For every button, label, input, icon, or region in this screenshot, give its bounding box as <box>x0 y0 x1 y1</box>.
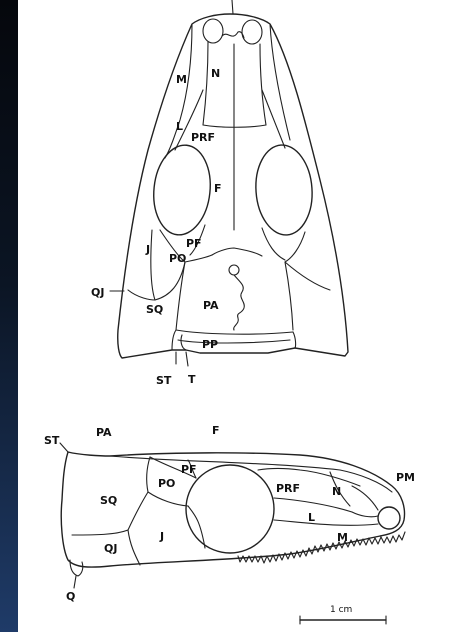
tabular-left <box>172 330 176 350</box>
scale-bar-label: 1 cm <box>330 605 352 615</box>
frontal-parietal-suture <box>212 248 262 256</box>
quadratojugal-suture-left <box>128 290 155 300</box>
label-lateral-prefrontal: PRF <box>276 482 300 495</box>
nasal-suture-left <box>203 42 208 125</box>
pineal-foramen <box>229 265 239 275</box>
label-lateral-jugal: J <box>159 530 164 543</box>
label-postorbital: PO <box>169 252 186 265</box>
label-lacrimal: L <box>176 120 183 133</box>
label-nasal: N <box>211 67 220 80</box>
tabular-left-2 <box>181 335 186 350</box>
nasal-suture-2 <box>352 486 378 510</box>
label-jugal: J <box>145 243 150 256</box>
label-lateral-maxilla: M <box>337 531 348 544</box>
left-naris <box>203 19 223 43</box>
maxilla-suture-right <box>270 24 290 140</box>
jugal-quadratojugal-suture <box>128 530 140 565</box>
lateral-orbit <box>186 465 274 553</box>
label-tabular: T <box>188 373 196 386</box>
postorbital-suture-right <box>285 232 305 262</box>
label-lateral-quadrate: Q <box>66 590 75 603</box>
postparietal-suture <box>176 330 293 334</box>
scale-bar: 1 cm <box>300 605 386 624</box>
left-orbit <box>149 142 214 237</box>
lateral-skull-view: ST PA F PF PO SQ J QJ Q PRF N L M PM <box>44 424 415 603</box>
label-lateral-quadratojugal: QJ <box>104 542 117 555</box>
label-lateral-postorbital: PO <box>158 477 175 490</box>
skull-roof-line <box>110 456 392 492</box>
maxilla-upper-suture <box>352 512 378 517</box>
premaxilla-suture <box>222 32 244 38</box>
jugal-suture-left <box>151 230 155 300</box>
label-lateral-premaxilla: PM <box>396 471 415 484</box>
label-lateral-parietal: PA <box>96 426 112 439</box>
maxilla-suture-left <box>165 24 192 158</box>
label-maxilla: M <box>176 73 187 86</box>
q-pointer-line <box>74 576 76 588</box>
postfrontal-suture-right <box>262 228 285 260</box>
t-pointer-line <box>186 352 188 366</box>
parietal-squamosal-suture-left <box>176 262 185 330</box>
tabular-right <box>293 332 296 348</box>
right-naris <box>242 20 262 44</box>
squamosal-suture-right <box>285 262 330 290</box>
parietal-midline-suture <box>234 275 245 330</box>
parietal-squamosal-suture-right <box>285 262 293 330</box>
right-orbit <box>253 143 315 237</box>
label-lateral-frontal: F <box>212 424 220 437</box>
label-postfrontal: PF <box>186 237 202 250</box>
label-supratemporal: ST <box>156 374 172 387</box>
label-parietal: PA <box>203 299 219 312</box>
st-pointer-lateral <box>60 443 68 452</box>
label-lateral-squamosal: SQ <box>100 494 117 507</box>
dorsal-skull-view: N M L PRF F PF PO J QJ SQ PA PP ST T <box>91 0 348 387</box>
lateral-naris <box>378 507 400 529</box>
label-prefrontal: PRF <box>191 131 215 144</box>
lacrimal-maxilla-suture <box>274 520 378 525</box>
label-lateral-postfrontal: PF <box>181 463 197 476</box>
snout-tip <box>232 0 233 14</box>
label-lateral-lacrimal: L <box>308 511 315 524</box>
label-quadratojugal: QJ <box>91 286 104 299</box>
label-lateral-supratemporal: ST <box>44 434 60 447</box>
label-postparietal: PP <box>202 338 218 351</box>
label-lateral-nasal: N <box>332 485 341 498</box>
label-frontal: F <box>214 182 222 195</box>
prefrontal-lacrimal-suture <box>274 498 352 512</box>
nasal-suture-right <box>260 44 266 125</box>
postparietal-lower-suture <box>178 340 290 343</box>
label-squamosal: SQ <box>146 303 163 316</box>
